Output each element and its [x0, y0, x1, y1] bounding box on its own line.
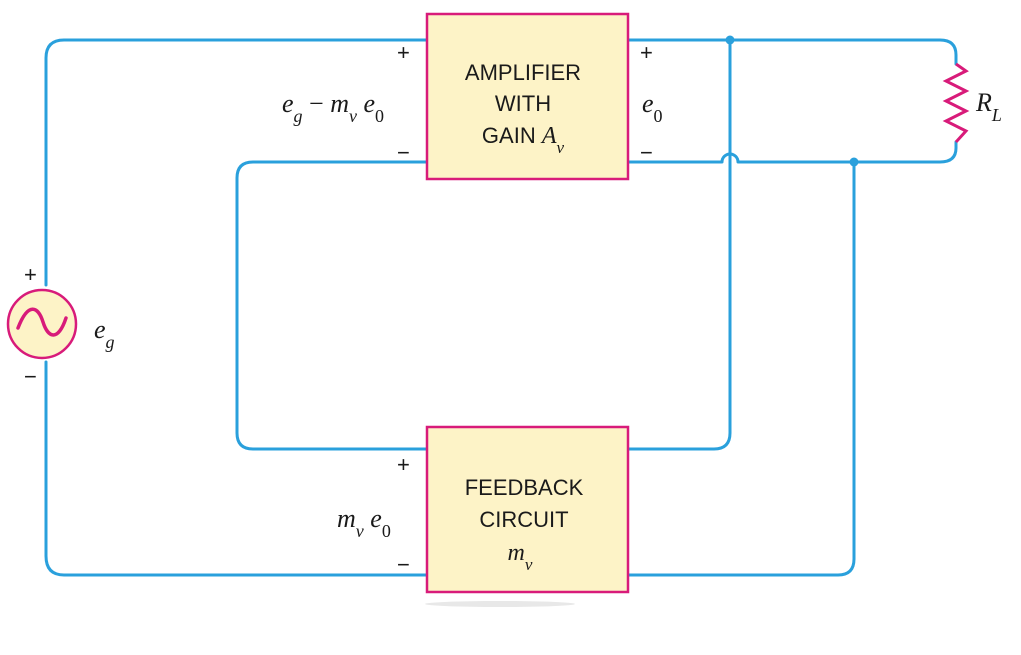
amplifier-gain-label: GAIN Av	[482, 123, 565, 157]
wire-input-plus	[44, 38, 429, 287]
fb-input-minus-sign: −	[397, 552, 410, 577]
amp-output-plus-sign: +	[640, 40, 653, 65]
wires	[44, 38, 958, 577]
feedback-shadow	[425, 601, 575, 607]
junction-dot-output-minus	[849, 157, 859, 167]
amplifier-with: WITH	[495, 91, 551, 116]
junction-dot-output-plus	[725, 35, 735, 45]
wire-output-minus	[626, 140, 958, 164]
amp-output-minus-sign: −	[640, 140, 653, 165]
output-voltage-label: e0	[642, 89, 663, 126]
wire-output-to-feedback	[626, 38, 732, 451]
feedback-block: FEEDBACK CIRCUIT mv	[425, 425, 630, 594]
feedback-circuit: CIRCUIT	[479, 507, 568, 532]
amp-input-minus-sign: −	[397, 140, 410, 165]
fb-input-plus-sign: +	[397, 452, 410, 477]
source-plus-sign: +	[24, 262, 37, 287]
wire-feedback-return	[626, 160, 856, 577]
ac-source-icon	[6, 288, 78, 360]
source-voltage-label: eg	[94, 315, 115, 352]
feedback-symbol: mv	[508, 540, 533, 574]
amplifier-block: AMPLIFIER WITH GAIN Av	[425, 12, 630, 181]
amp-input-plus-sign: +	[397, 40, 410, 65]
wire-output-plus	[626, 38, 958, 66]
resistor-icon	[942, 62, 970, 144]
wire-source-to-feedback-minus	[44, 360, 429, 577]
source-minus-sign: −	[24, 364, 37, 389]
feedback-voltage-label: mv e0	[337, 504, 391, 541]
feedback-title: FEEDBACK	[465, 475, 584, 500]
load-label: RL	[975, 88, 1002, 125]
input-voltage-label: eg − mv e0	[282, 89, 384, 126]
wire-input-minus	[235, 160, 429, 451]
amplifier-title: AMPLIFIER	[465, 60, 581, 85]
